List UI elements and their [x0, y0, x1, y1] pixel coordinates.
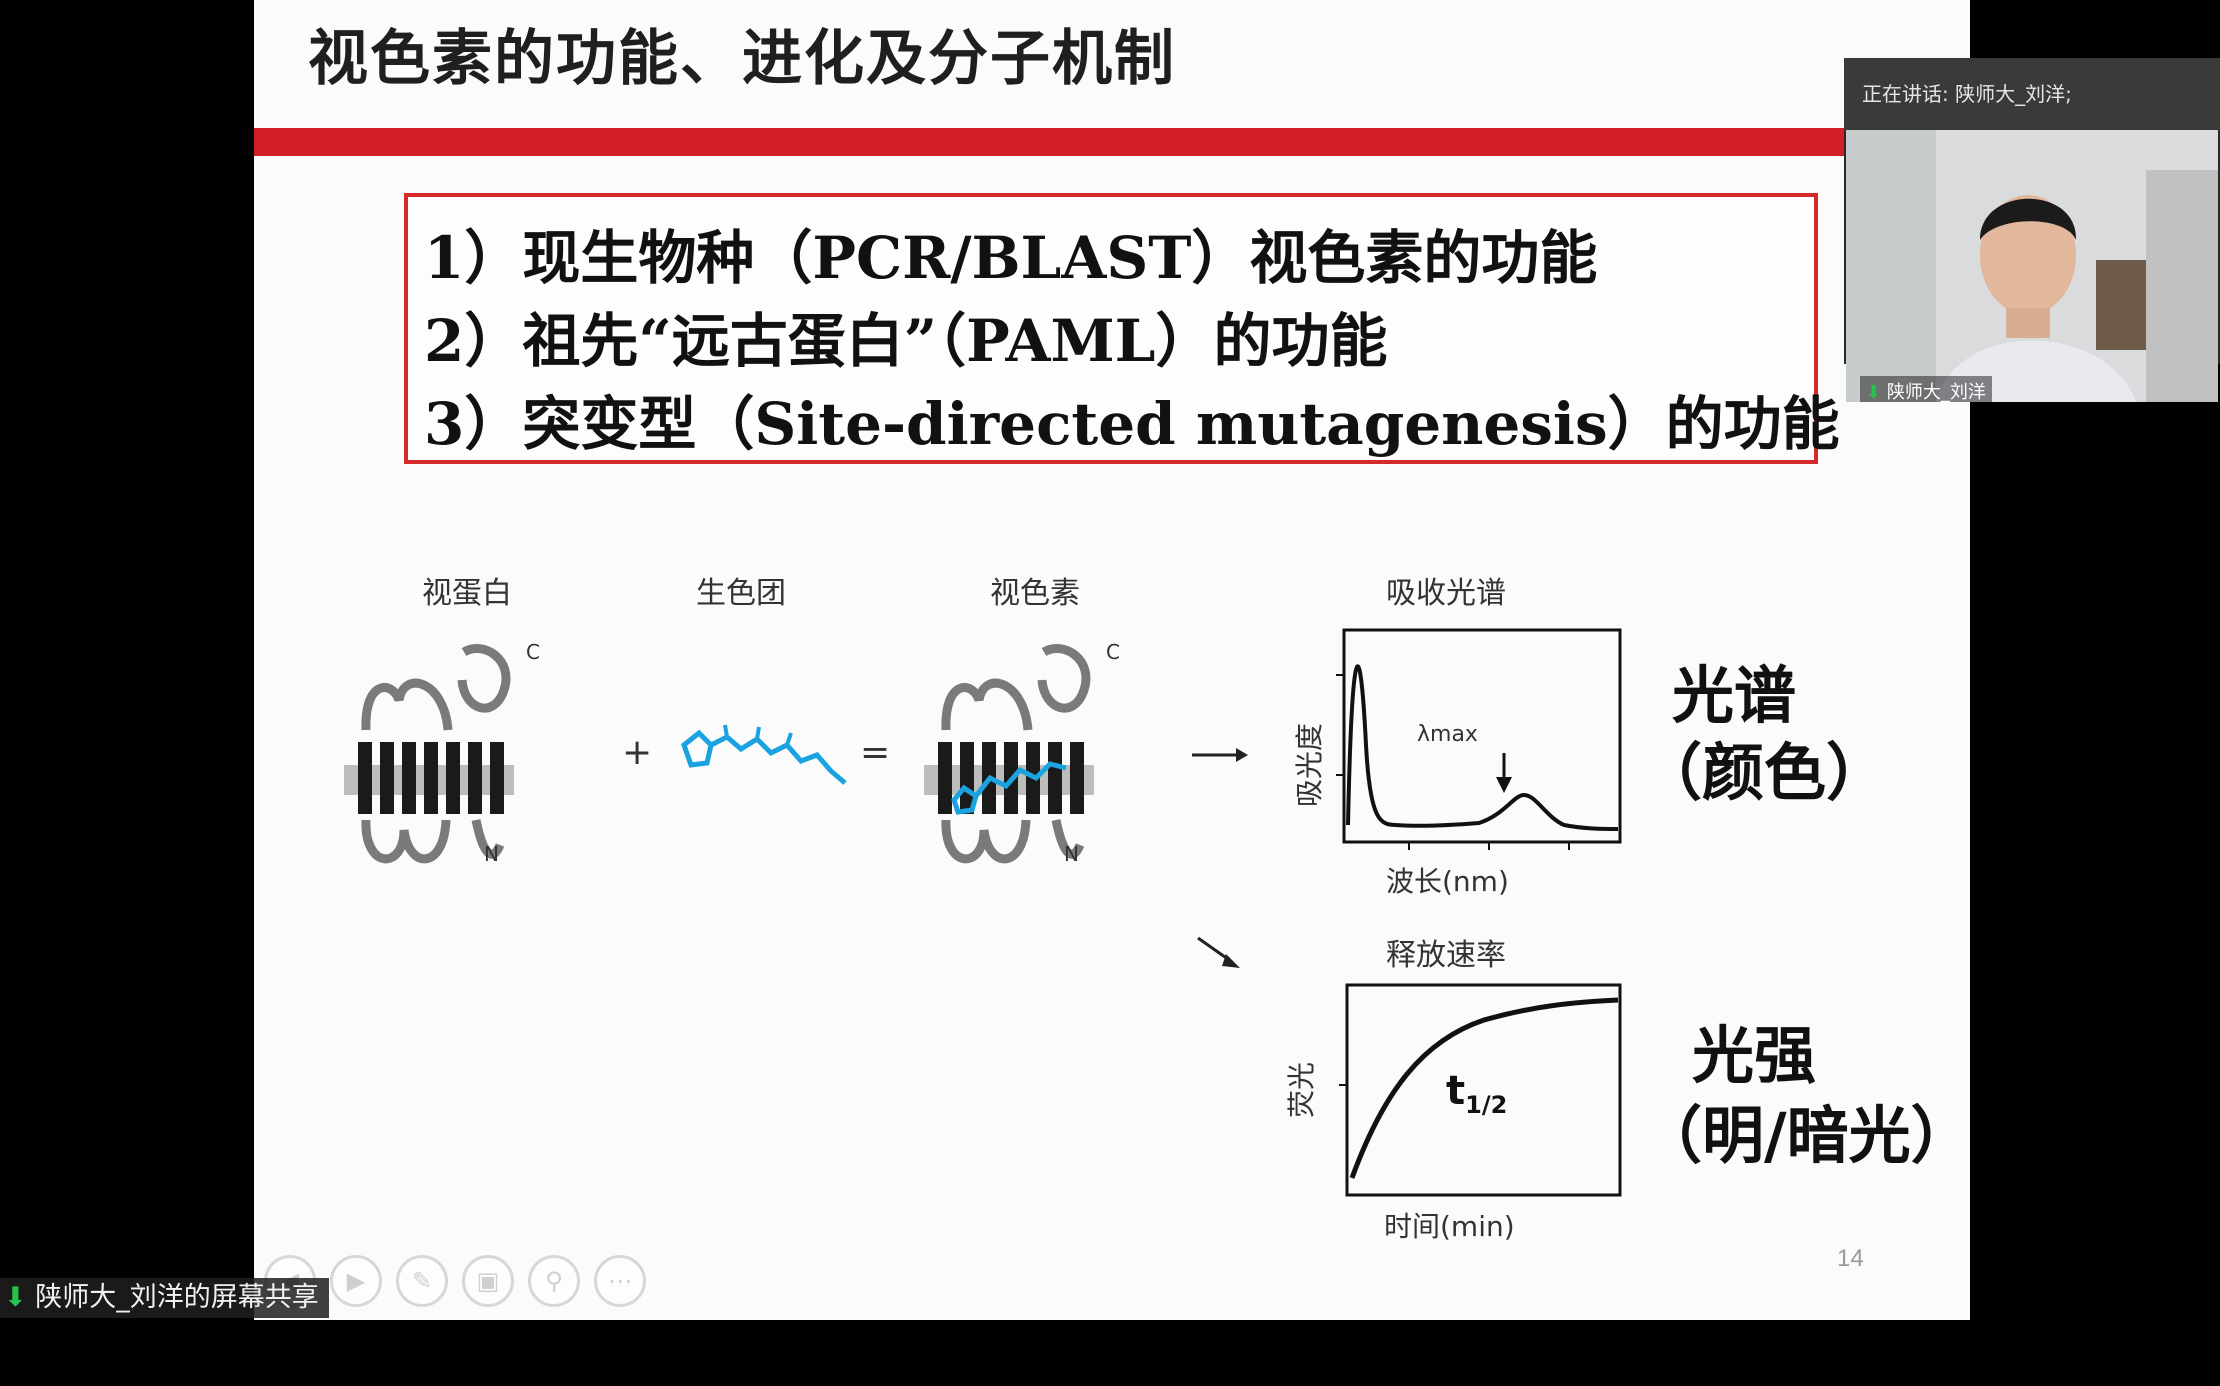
more-icon: ⋯	[608, 1267, 632, 1295]
objectives-box: 1）现生物种（PCR/BLAST）视色素的功能 2）祖先“远古蛋白”（PAML）…	[404, 193, 1840, 464]
objective-2: 2）祖先“远古蛋白”（PAML）的功能	[424, 307, 1388, 375]
participant-video-panel[interactable]: 正在讲话: 陕师大_刘洋; ⬇ 陕师大_刘洋	[1844, 58, 2220, 402]
mic-icon: ⬇	[4, 1282, 27, 1313]
right-arrow-icon	[1192, 748, 1248, 762]
screen-share-label: ⬇ 陕师大_刘洋的屏幕共享	[0, 1278, 329, 1318]
visual-pigment-diagram	[924, 643, 1094, 864]
time-axis-label: 时间(min)	[1384, 1210, 1515, 1243]
color-label: （颜色）	[1640, 736, 1889, 809]
pigment-n-terminal: N	[1064, 842, 1079, 866]
slides-button[interactable]: ▣	[462, 1255, 514, 1307]
absorption-spectrum-plot	[1336, 628, 1622, 850]
objective-3: 3）突变型（Site-directed mutagenesis）的功能	[424, 390, 1840, 458]
opsin-diagram	[344, 643, 514, 864]
title-underline-bar	[254, 128, 1970, 156]
speaking-indicator: 正在讲话: 陕师大_刘洋;	[1844, 58, 2220, 130]
slides-icon: ▣	[476, 1267, 500, 1295]
more-button[interactable]: ⋯	[594, 1255, 646, 1307]
opsin-c-terminal: C	[526, 640, 540, 664]
video-feed[interactable]: ⬇ 陕师大_刘洋	[1846, 130, 2218, 402]
down-right-arrow-icon	[1197, 936, 1240, 968]
chromophore-diagram	[681, 724, 847, 785]
wavelength-axis-label: 波长(nm)	[1386, 865, 1509, 898]
opsin-label: 视蛋白	[422, 576, 512, 611]
half-life-subscript: 1/2	[1465, 1091, 1508, 1119]
presentation-slide: 视色素的功能、进化及分子机制 1）现生物种（PCR/BLAST）视色素的功能 2…	[254, 0, 1970, 1320]
release-rate-plot	[1339, 983, 1622, 1197]
zoom-icon: ⚲	[545, 1267, 563, 1295]
participant-name: ⬇ 陕师大_刘洋	[1860, 376, 1992, 402]
fluorescence-axis-label: 荧光	[1285, 1061, 1319, 1119]
speaker-video-image	[1846, 130, 2218, 402]
half-life-t: t	[1446, 1068, 1466, 1114]
participant-name-text: 陕师大_刘洋	[1886, 382, 1986, 402]
lambda-max-label: λmax	[1417, 722, 1478, 747]
pen-icon: ✎	[411, 1267, 433, 1295]
light-dark-label: （明/暗光）	[1640, 1099, 1970, 1172]
share-label-text: 陕师大_刘洋的屏幕共享	[35, 1282, 319, 1313]
zoom-button[interactable]: ⚲	[528, 1255, 580, 1307]
slide-title: 视色素的功能、进化及分子机制	[308, 24, 1176, 94]
absorption-spectrum-title: 吸收光谱	[1386, 576, 1506, 611]
objective-1: 1）现生物种（PCR/BLAST）视色素的功能	[424, 224, 1598, 292]
pigment-c-terminal: C	[1106, 640, 1120, 664]
next-slide-button[interactable]: ▶	[330, 1255, 382, 1307]
next-icon: ▶	[346, 1267, 366, 1295]
intensity-label: 光强	[1692, 1019, 1817, 1092]
absorbance-axis-label: 吸光度	[1293, 722, 1327, 808]
plus-sign: +	[622, 732, 653, 773]
page-number: 14	[1837, 1245, 1864, 1272]
release-rate-title: 释放速率	[1386, 938, 1506, 973]
visual-pigment-label: 视色素	[990, 576, 1080, 611]
spectrum-label: 光谱	[1672, 659, 1797, 732]
equals-sign: =	[860, 732, 891, 773]
mic-icon: ⬇	[1866, 382, 1882, 402]
chromophore-label: 生色团	[696, 576, 786, 611]
half-life-label: t1/2	[1446, 1068, 1507, 1119]
opsin-n-terminal: N	[484, 842, 499, 866]
pen-button[interactable]: ✎	[396, 1255, 448, 1307]
